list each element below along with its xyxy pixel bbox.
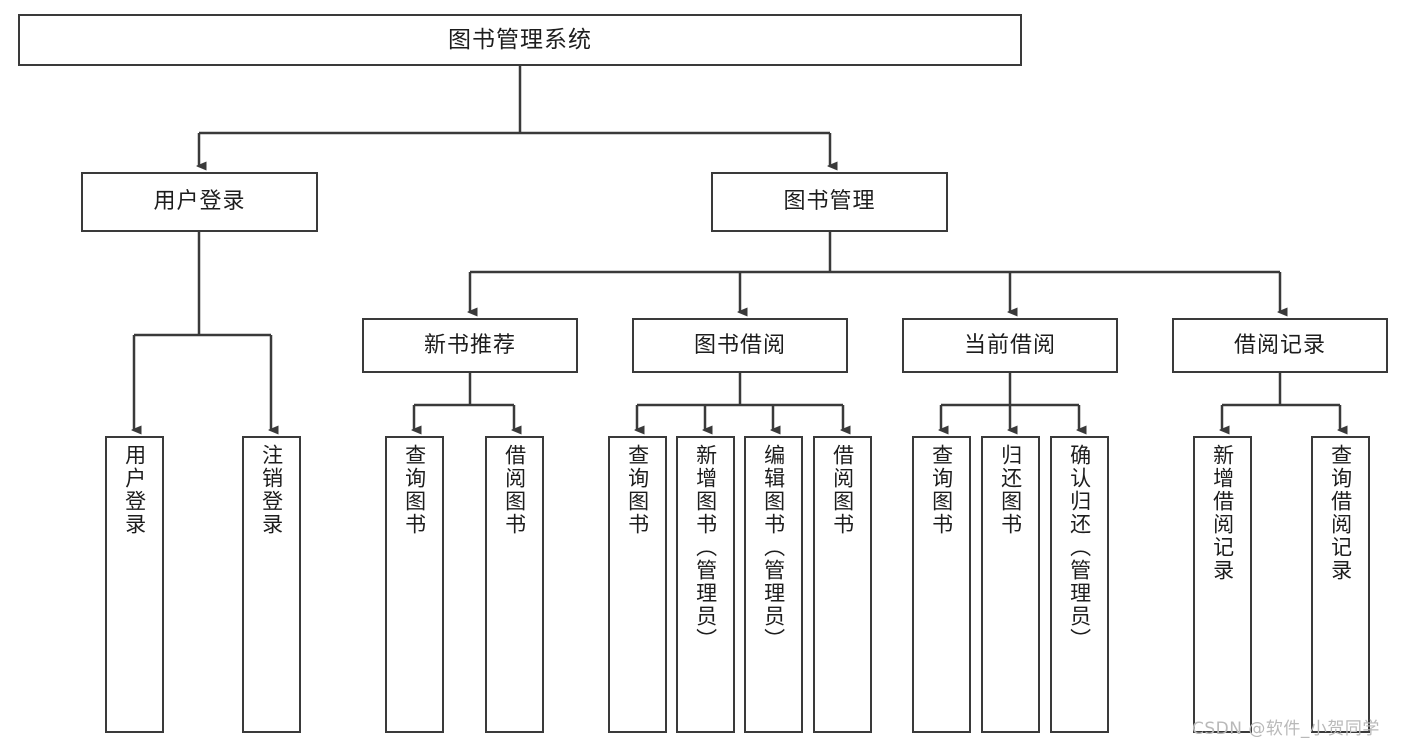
leaf-logout[interactable]: 注销登录	[242, 436, 301, 733]
node-label: 图书借阅	[693, 332, 786, 358]
csdn-watermark: CSDN @软件_小贺同学	[1192, 719, 1380, 739]
node-label: 归还图书	[998, 444, 1023, 536]
node-label: 注销登录	[259, 444, 284, 536]
leaf-current-confirm-return-admin[interactable]: 确认归还（管理员）	[1050, 436, 1109, 733]
node-book-borrow[interactable]: 图书借阅	[632, 318, 848, 373]
node-label: 新增借阅记录	[1210, 444, 1235, 582]
node-label: 图书管理	[783, 189, 876, 215]
node-label: 当前借阅	[963, 332, 1056, 358]
leaf-current-return-book[interactable]: 归还图书	[981, 436, 1040, 733]
node-label: 新书推荐	[423, 332, 516, 358]
node-label: 新增图书（管理员）	[693, 444, 718, 651]
leaf-record-add-borrow-record[interactable]: 新增借阅记录	[1193, 436, 1252, 733]
node-current-borrow[interactable]: 当前借阅	[902, 318, 1118, 373]
leaf-current-query-book[interactable]: 查询图书	[912, 436, 971, 733]
node-label: 确认归还（管理员）	[1067, 444, 1092, 651]
node-label: 查询图书	[402, 444, 427, 536]
node-label: 用户登录	[153, 189, 246, 215]
node-book-management[interactable]: 图书管理	[711, 172, 948, 232]
leaf-recommend-borrow-book[interactable]: 借阅图书	[485, 436, 544, 733]
leaf-record-query-borrow-record[interactable]: 查询借阅记录	[1311, 436, 1370, 733]
node-user-login[interactable]: 用户登录	[81, 172, 318, 232]
node-label: 借阅图书	[830, 444, 855, 536]
node-label: 编辑图书（管理员）	[761, 444, 786, 651]
node-label: 借阅图书	[502, 444, 527, 536]
leaf-borrow-query-book[interactable]: 查询图书	[608, 436, 667, 733]
node-borrow-record[interactable]: 借阅记录	[1172, 318, 1388, 373]
leaf-borrow-edit-book-admin[interactable]: 编辑图书（管理员）	[744, 436, 803, 733]
node-label: 借阅记录	[1233, 332, 1326, 358]
node-label: 查询图书	[929, 444, 954, 536]
leaf-borrow-borrow-book[interactable]: 借阅图书	[813, 436, 872, 733]
node-label: 查询借阅记录	[1328, 444, 1353, 582]
leaf-borrow-add-book-admin[interactable]: 新增图书（管理员）	[676, 436, 735, 733]
leaf-user-login[interactable]: 用户登录	[105, 436, 164, 733]
node-label: 查询图书	[625, 444, 650, 536]
leaf-recommend-query-book[interactable]: 查询图书	[385, 436, 444, 733]
node-label: 图书管理系统	[448, 26, 592, 53]
node-new-book-recommend[interactable]: 新书推荐	[362, 318, 578, 373]
node-label: 用户登录	[122, 444, 147, 536]
node-root-system[interactable]: 图书管理系统	[18, 14, 1022, 66]
